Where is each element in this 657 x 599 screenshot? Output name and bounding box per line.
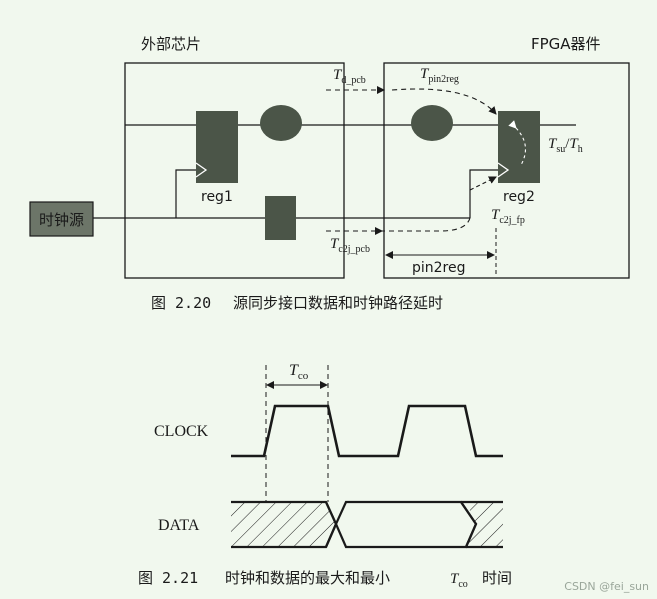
pcb-delay-ellipse [260,105,302,141]
reg2-block [498,111,540,183]
data-invalid-region-2 [466,502,503,547]
t-co-label: Tco [289,362,309,382]
reg2-clock-triangle [497,162,510,178]
fpga-label: FPGA器件 [531,35,601,53]
data-invalid-region-1 [231,502,336,547]
fig-2-21-caption-text: 时钟和数据的最大和最小 [225,569,390,587]
figure-2-20: 外部芯片 FPGA器件 reg1 reg2 时钟源 [29,35,630,312]
clock-branch-reg1 [175,169,196,218]
reg2-label: reg2 [503,189,535,205]
t-su-th-label: Tsu/Th [548,136,583,155]
setup-hold-dashed-arrow [508,120,527,166]
t-d-pcb-label: Td_pcb [333,67,366,86]
t-c2j-arrowhead [469,176,497,191]
clock-delay-block [265,196,296,240]
clock-waveform [231,404,503,458]
clock-source-block [29,201,94,237]
fig-2-21-caption-symbol: Tco [450,571,468,590]
reg1-label: reg1 [201,189,233,205]
fpga-box [383,62,630,279]
external-chip-box [124,62,345,279]
t-c2j-fp-label: Tc2j_fp [491,207,525,226]
data-bus-outline-valid [324,500,478,549]
t-pin2reg-label: Tpin2reg [420,66,459,85]
fig-2-21-caption-number: 图 2.21 [138,569,198,587]
t-pin2reg-arrow [391,88,497,115]
external-chip-label: 外部芯片 [141,35,201,53]
clock-signal-label: CLOCK [154,423,209,440]
fig-2-20-caption-text: 源同步接口数据和时钟路径延时 [233,294,443,312]
figure-2-21: Tco CLOCK DATA 图 2.21 时钟和数据的最大和最小 Tco 时间 [138,362,512,590]
clock-source-label: 时钟源 [39,211,84,229]
data-bus-crossing-right [460,501,478,548]
pin-delay-ellipse [411,105,453,141]
clock-branch-reg2 [469,169,498,218]
reg1-block [196,111,238,183]
data-signal-label: DATA [158,517,200,534]
fig-2-21-caption-tail: 时间 [482,569,512,587]
fig-2-20-caption-number: 图 2.20 [151,294,211,312]
reg1-clock-triangle [195,162,208,178]
t-c2j-pcb-path [326,217,471,232]
t-c2j-pcb-label: Tc2j_pcb [330,236,370,255]
pin2reg-label: pin2reg [412,260,466,276]
csdn-watermark: CSDN @fei_sun [564,580,649,593]
